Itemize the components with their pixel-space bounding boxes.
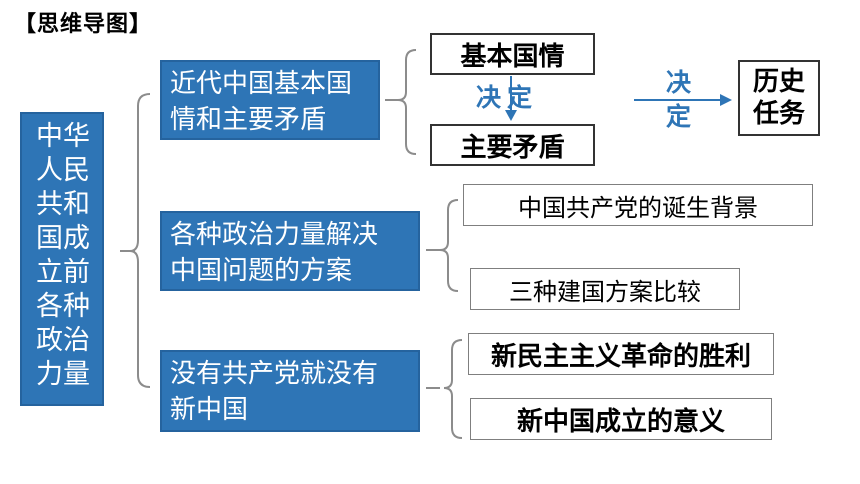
leaf-cpc-birth: 中国共产党的诞生背景 — [463, 184, 813, 226]
branch-node-2: 各种政治力量解决 中国问题的方案 — [160, 211, 420, 291]
branch2-bracket — [426, 199, 459, 292]
down-arrowhead — [505, 110, 517, 121]
branch-node-3: 没有共产党就没有 新中国 — [160, 350, 420, 432]
leaf-basic-conditions: 基本国情 — [430, 33, 595, 75]
leaf-three-plans: 三种建国方案比较 — [470, 268, 740, 310]
branch1-bracket — [385, 49, 417, 155]
page-title: 【思维导图】 — [14, 12, 153, 37]
leaf-prc-significance: 新中国成立的意义 — [470, 398, 772, 440]
leaf-main-contradiction: 主要矛盾 — [430, 124, 595, 166]
root-bracket — [120, 93, 151, 388]
branch-node-1: 近代中国基本国 情和主要矛盾 — [160, 60, 380, 140]
branch3-bracket — [426, 339, 463, 439]
leaf-revolution-victory: 新民主主义革命的胜利 — [468, 333, 774, 375]
decide-label-big: 决 定 — [666, 68, 692, 131]
leaf-historic-task: 历史 任务 — [738, 60, 820, 136]
root-node: 中华 人民 共和 国成 立前 各种 政治 力量 — [20, 112, 104, 406]
right-arrowhead — [720, 94, 732, 106]
decide-label-small: 决定 — [476, 83, 539, 112]
